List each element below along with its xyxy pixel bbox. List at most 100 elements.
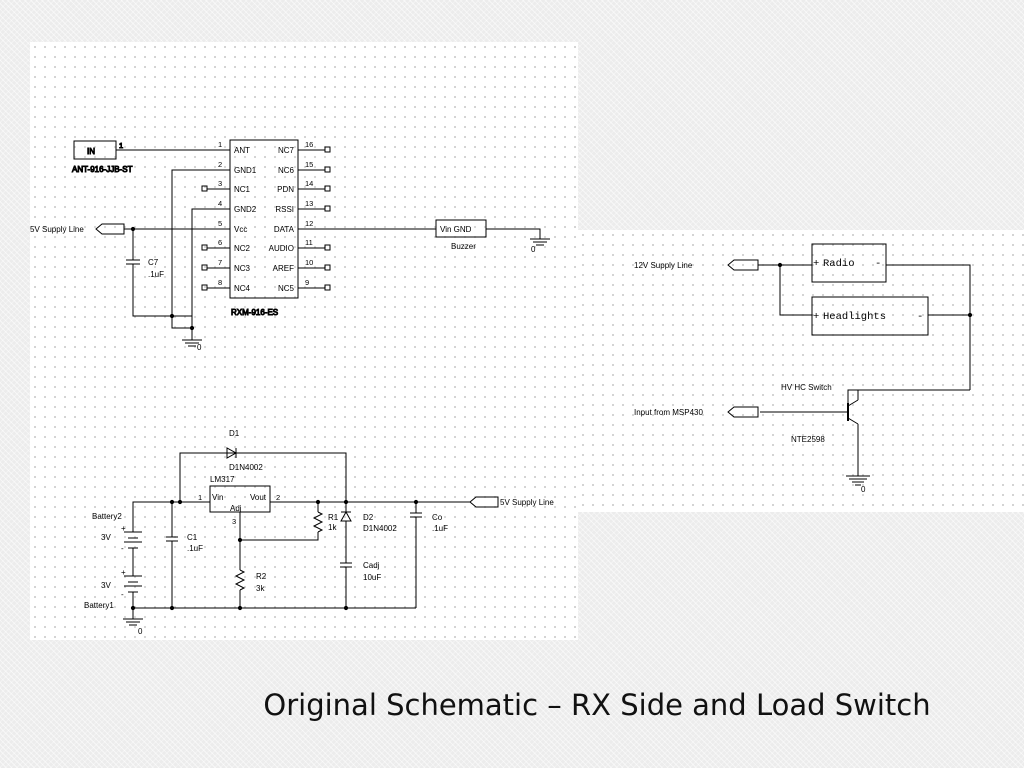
rx-pin-num: 7 <box>218 258 222 267</box>
rx-pin-name: NC3 <box>234 264 251 273</box>
rx-pin-num: 5 <box>218 219 222 228</box>
lm317-adj-label: Adj <box>230 504 242 513</box>
rx-pin-num: 3 <box>218 179 222 188</box>
battery1 <box>124 575 142 593</box>
rx-pin-name: ANT <box>234 146 250 155</box>
co-value: .1uF <box>432 524 448 533</box>
rx-module-part-name: RXM-916-ES <box>231 308 278 317</box>
r2-value: 3k <box>256 584 265 593</box>
supply-12v-label: 12V Supply Line <box>634 261 693 270</box>
battery2-plus: + <box>121 524 126 533</box>
rx-pin-name: NC5 <box>278 284 295 293</box>
rx-pin-name: GND2 <box>234 205 257 214</box>
d1-name: D1 <box>229 429 240 438</box>
rx-pin-name: AREF <box>273 264 294 273</box>
lm317-vout-label: Vout <box>250 493 267 502</box>
rx-pin-name: DATA <box>274 225 295 234</box>
rx-pin-num: 13 <box>305 199 313 208</box>
ground-label: 0 <box>861 485 866 494</box>
rx-pin-name: NC4 <box>234 284 251 293</box>
rx-pin-num: 15 <box>305 160 313 169</box>
battery2-voltage: 3V <box>101 533 111 542</box>
d2-part: D1N4002 <box>363 524 397 533</box>
output-5v-port <box>469 496 499 508</box>
battery2-name: Battery2 <box>92 512 122 521</box>
supply-5v-label: 5V Supply Line <box>30 225 84 234</box>
d2-name: D2 <box>363 513 374 522</box>
rx-pin-num: 14 <box>305 179 313 188</box>
buzzer-pin-label: Vin GND <box>440 225 472 234</box>
msp430-input-label: Input from MSP430 <box>634 408 703 417</box>
rx-pin-name: PDN <box>277 185 294 194</box>
battery1-plus: + <box>121 568 126 577</box>
rx-pin-name: NC1 <box>234 185 251 194</box>
transistor-part: NTE2598 <box>791 435 825 444</box>
rx-pin-name: AUDIO <box>269 244 294 253</box>
d2-diode <box>340 510 352 522</box>
battery1-minus: - <box>121 590 124 599</box>
headlights-plus: + <box>813 311 819 323</box>
rx-pin-name: NC2 <box>234 244 251 253</box>
rx-module-chip <box>229 139 299 299</box>
rx-pin-name: GND1 <box>234 166 257 175</box>
ground-label: 0 <box>197 343 202 352</box>
switch-label: HV HC Switch <box>781 383 832 392</box>
rx-pin-num: 6 <box>218 238 222 247</box>
rx-pin-name: NC6 <box>278 166 295 175</box>
headlights-load <box>811 296 929 336</box>
rx-pin-num: 9 <box>305 278 309 287</box>
rx-pin-name: NC7 <box>278 146 295 155</box>
c7-name: C7 <box>148 258 159 267</box>
ground-symbol <box>530 238 550 246</box>
headlights-label: Headlights <box>823 311 886 323</box>
supply-12v-port <box>727 259 759 271</box>
radio-plus: + <box>813 258 819 270</box>
battery1-name: Battery1 <box>84 601 114 610</box>
radio-minus: - <box>875 258 881 270</box>
antenna-part-name: ANT-916-JJB-ST <box>72 165 133 174</box>
slide-title: Original Schematic – RX Side and Load Sw… <box>263 688 931 722</box>
ground-label: 0 <box>531 245 536 254</box>
schematic-panel-left <box>30 42 578 640</box>
lm317-adj-pin: 3 <box>232 517 236 526</box>
supply-5v-port <box>95 223 125 235</box>
co-name: Co <box>432 513 443 522</box>
rx-pin-name: Vcc <box>234 225 247 234</box>
battery2 <box>124 531 142 549</box>
headlights-minus: - <box>917 311 923 323</box>
d1-part: D1N4002 <box>229 463 263 472</box>
radio-label: Radio <box>823 258 855 270</box>
c1-value: .1uF <box>187 544 203 553</box>
antenna-pin-number: 1 <box>119 141 123 150</box>
lm317-vin-pin: 1 <box>198 493 202 502</box>
rx-pin-num: 10 <box>305 258 313 267</box>
r2-resistor <box>234 569 246 591</box>
rx-pin-num: 16 <box>305 140 313 149</box>
cadj-name: Cadj <box>363 561 380 570</box>
rx-pin-num: 4 <box>218 199 222 208</box>
antenna-label: IN <box>87 147 95 156</box>
lm317-vin-label: Vin <box>212 493 223 502</box>
radio-load <box>811 243 887 283</box>
rx-pin-num: 8 <box>218 278 222 287</box>
lm317-vout-pin: 2 <box>276 493 280 502</box>
r1-value: 1k <box>328 523 337 532</box>
ground-label: 0 <box>138 627 143 636</box>
c7-value: .1uF <box>148 270 164 279</box>
r1-name: R1 <box>328 513 339 522</box>
rx-pin-num: 11 <box>305 238 313 247</box>
r1-resistor <box>312 511 324 533</box>
ground-symbol <box>123 618 143 626</box>
battery1-voltage: 3V <box>101 581 111 590</box>
schematic-panel-right <box>578 230 1024 512</box>
rx-pin-num: 1 <box>218 140 222 149</box>
rx-pin-name: RSSI <box>275 205 294 214</box>
cadj-value: 10uF <box>363 573 381 582</box>
d1-diode <box>226 447 238 459</box>
ground-symbol <box>182 339 202 347</box>
r2-name: R2 <box>256 572 267 581</box>
battery2-minus: - <box>121 544 124 553</box>
c1-name: C1 <box>187 533 198 542</box>
antenna-block <box>73 140 117 160</box>
